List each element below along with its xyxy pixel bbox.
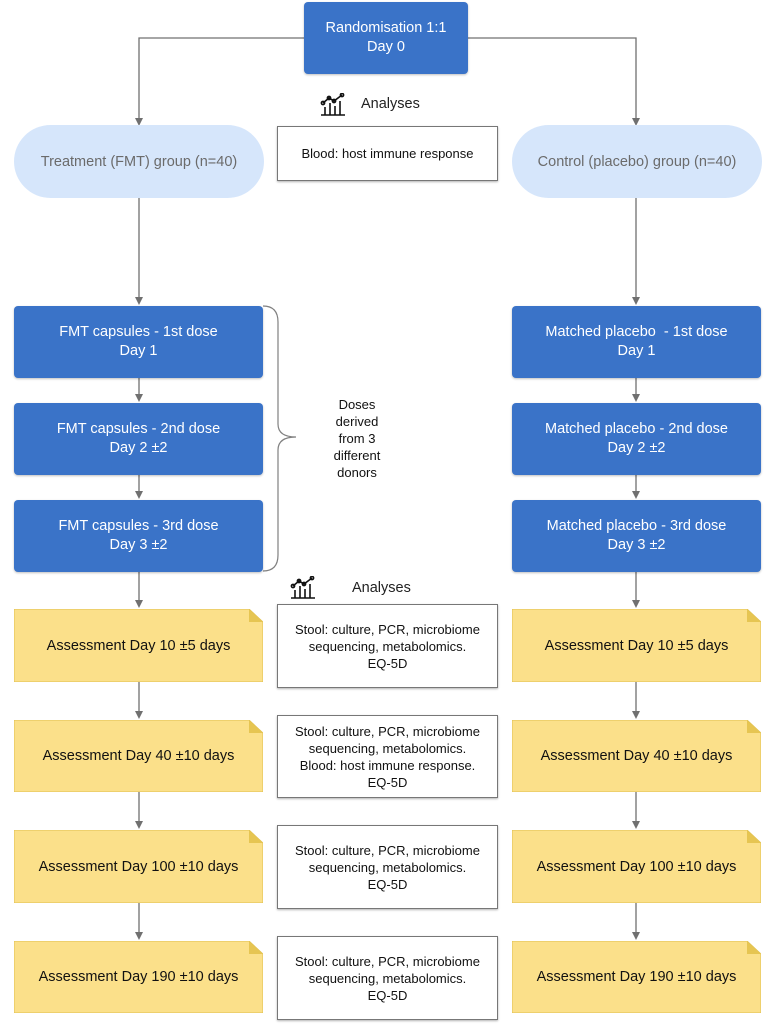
- chart-icon: [290, 576, 315, 599]
- doses-brace: [262, 305, 297, 572]
- assessment-right-2-label: Assessment Day 40 ±10 days: [540, 748, 733, 764]
- analysis-line: sequencing, metabolomics.: [308, 859, 467, 875]
- treatment-group-oval: Treatment (FMT) group (n=40): [14, 125, 264, 198]
- fmt-dose-2-title: FMT capsules - 2nd dose: [56, 421, 221, 437]
- assessment-right-3: Assessment Day 100 ±10 days: [512, 830, 761, 903]
- connector-rand-left: [135, 37, 304, 126]
- assessment-right-4: Assessment Day 190 ±10 days: [512, 941, 761, 1013]
- assessment-left-2: Assessment Day 40 ±10 days: [14, 720, 263, 792]
- analysis-line: sequencing, metabolomics.: [308, 638, 467, 654]
- treatment-group-label: Treatment (FMT) group (n=40): [40, 153, 238, 170]
- assessment-left-1: Assessment Day 10 ±5 days: [14, 609, 263, 682]
- doses-note-line: derived: [335, 414, 379, 429]
- placebo-dose-1-day: Day 1: [617, 343, 656, 359]
- note-shape: [512, 720, 761, 792]
- analysis-line: Stool: culture, PCR, microbiome: [295, 953, 480, 969]
- analysis-box-day190: Stool: culture, PCR, microbiome sequenci…: [277, 936, 498, 1020]
- fmt-dose-1-title: FMT capsules - 1st dose: [59, 324, 218, 340]
- analysis-box-day10: Stool: culture, PCR, microbiome sequenci…: [277, 604, 498, 688]
- connector-rand-right: [468, 37, 640, 126]
- doses-note-line: Doses: [338, 397, 376, 412]
- placebo-dose-3-title: Matched placebo - 3rd dose: [546, 518, 727, 534]
- analysis-line: Stool: culture, PCR, microbiome: [295, 842, 480, 858]
- note-shape: [14, 609, 263, 682]
- assessment-left-3: Assessment Day 100 ±10 days: [14, 830, 263, 903]
- doses-note-line: different: [333, 448, 381, 463]
- assessment-right-1-label: Assessment Day 10 ±5 days: [544, 637, 729, 654]
- assessment-left-1-label: Assessment Day 10 ±5 days: [46, 637, 231, 654]
- assessment-right-3-label: Assessment Day 100 ±10 days: [536, 858, 737, 875]
- analysis-line: Blood: host immune response.: [299, 757, 476, 773]
- baseline-analysis-box: Blood: host immune response: [277, 126, 498, 181]
- note-shape: [512, 941, 761, 1013]
- placebo-dose-1: Matched placebo - 1st dose Day 1: [512, 306, 761, 378]
- assessment-right-1: Assessment Day 10 ±5 days: [512, 609, 761, 682]
- placebo-dose-3: Matched placebo - 3rd dose Day 3 ±2: [512, 500, 761, 572]
- analyses-label-followup: Analyses: [352, 580, 411, 596]
- assessment-left-4-label: Assessment Day 190 ±10 days: [38, 969, 239, 985]
- assessment-left-2-label: Assessment Day 40 ±10 days: [42, 748, 235, 764]
- fmt-dose-3-title: FMT capsules - 3rd dose: [58, 518, 219, 534]
- baseline-analysis-text: Blood: host immune response: [301, 146, 474, 161]
- fmt-dose-1: FMT capsules - 1st dose Day 1: [14, 306, 263, 378]
- note-shape: [14, 720, 263, 792]
- placebo-dose-2-title: Matched placebo - 2nd dose: [545, 421, 728, 437]
- assessment-left-3-label: Assessment Day 100 ±10 days: [38, 858, 239, 875]
- doses-note-line: from 3: [338, 431, 376, 446]
- placebo-dose-3-day: Day 3 ±2: [607, 537, 666, 553]
- fmt-dose-2-day: Day 2 ±2: [109, 440, 168, 456]
- chart-icon: [320, 93, 345, 116]
- note-shape: [512, 609, 761, 682]
- control-group-oval: Control (placebo) group (n=40): [512, 125, 762, 198]
- analysis-line: EQ-5D: [367, 876, 408, 892]
- note-shape: [14, 941, 263, 1013]
- analysis-line: EQ-5D: [367, 655, 408, 671]
- analysis-line: Stool: culture, PCR, microbiome: [295, 723, 480, 739]
- assessment-right-2: Assessment Day 40 ±10 days: [512, 720, 761, 792]
- fmt-dose-3-day: Day 3 ±2: [109, 537, 168, 553]
- doses-note: Doses derived from 3 different donors: [318, 396, 396, 481]
- control-group-label: Control (placebo) group (n=40): [537, 153, 737, 170]
- assessment-left-4: Assessment Day 190 ±10 days: [14, 941, 263, 1013]
- placebo-dose-2: Matched placebo - 2nd dose Day 2 ±2: [512, 403, 761, 475]
- analysis-line: EQ-5D: [367, 987, 408, 1003]
- analysis-box-day40: Stool: culture, PCR, microbiome sequenci…: [277, 715, 498, 798]
- analysis-line: sequencing, metabolomics.: [308, 970, 467, 986]
- analyses-label-baseline: Analyses: [361, 96, 420, 112]
- assessment-right-4-label: Assessment Day 190 ±10 days: [536, 969, 737, 985]
- note-shape: [14, 830, 263, 903]
- analysis-line: sequencing, metabolomics.: [308, 740, 467, 756]
- placebo-dose-2-day: Day 2 ±2: [607, 440, 666, 456]
- randomisation-line1: Randomisation 1:1: [325, 20, 447, 36]
- doses-note-line: donors: [337, 465, 377, 480]
- analysis-line: EQ-5D: [367, 774, 408, 790]
- analysis-box-day100: Stool: culture, PCR, microbiome sequenci…: [277, 825, 498, 909]
- analysis-line: Stool: culture, PCR, microbiome: [295, 621, 480, 637]
- note-shape: [512, 830, 761, 903]
- randomisation-line2: Day 0: [367, 39, 405, 55]
- randomisation-box: Randomisation 1:1 Day 0: [304, 2, 468, 74]
- placebo-dose-1-title: Matched placebo - 1st dose: [545, 324, 728, 340]
- fmt-dose-3: FMT capsules - 3rd dose Day 3 ±2: [14, 500, 263, 572]
- fmt-dose-2: FMT capsules - 2nd dose Day 2 ±2: [14, 403, 263, 475]
- fmt-dose-1-day: Day 1: [119, 343, 158, 359]
